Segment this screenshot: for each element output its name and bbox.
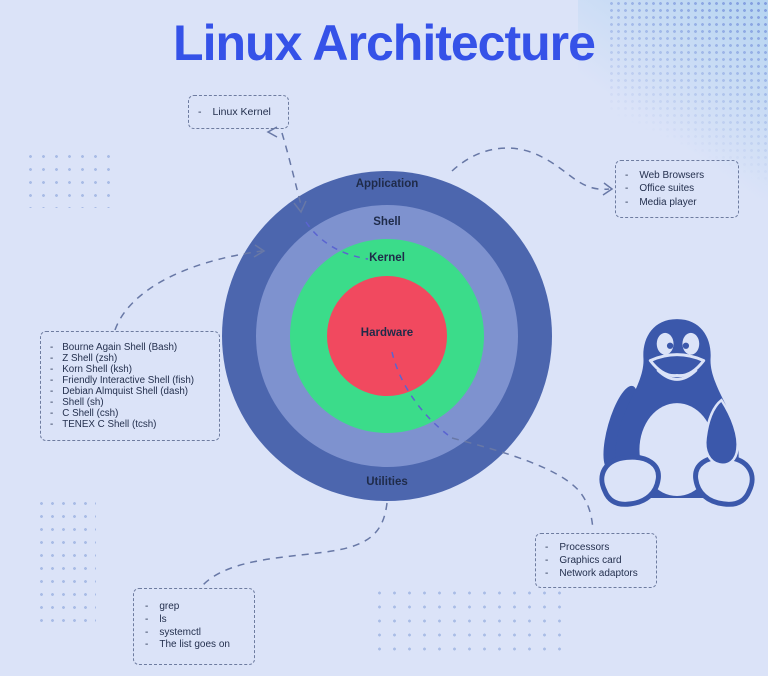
ring-label-kernel: Kernel: [369, 252, 405, 264]
ring-label-shell: Shell: [373, 216, 401, 228]
callout-apps-item: Office suites: [639, 183, 695, 195]
callout-apps-item: Media player: [639, 196, 697, 208]
list-item: -The list goes on: [145, 639, 248, 652]
callout-utils-item: ls: [159, 613, 167, 625]
dot-grid-bottom-center: [372, 586, 564, 660]
callout-utils-item: grep: [159, 601, 180, 613]
ring-label-hardware: Hardware: [360, 327, 414, 339]
list-item: -Korn Shell (ksh): [50, 364, 213, 375]
bullet-dash: -: [625, 169, 629, 181]
callout-utils-item: systemctl: [159, 626, 202, 638]
tux-penguin-icon: [599, 319, 755, 507]
callout-applications: -Web Browsers -Office suites -Media play…: [615, 160, 739, 218]
callout-shell-item: Debian Almquist Shell (dash): [62, 386, 189, 397]
dot-grid-left: [24, 150, 120, 208]
callout-shells: -Bourne Again Shell (Bash) -Z Shell (zsh…: [40, 331, 220, 441]
list-item: - Linux Kernel: [198, 106, 282, 118]
callout-kernel-item: Linux Kernel: [212, 106, 271, 118]
bullet-dash: -: [50, 363, 54, 375]
bullet-dash: -: [145, 626, 149, 638]
bullet-dash: -: [145, 639, 149, 651]
bullet-dash: -: [50, 386, 54, 397]
list-item: -Office suites: [625, 182, 732, 195]
halftone-texture: [608, 0, 768, 185]
list-item: -grep: [145, 601, 248, 614]
callout-shell-item: TENEX C Shell (tcsh): [62, 419, 157, 431]
callout-apps-item: Web Browsers: [639, 169, 705, 181]
ring-label-utilities: Utilities: [366, 476, 408, 488]
callout-shell-item: Z Shell (zsh): [62, 352, 118, 364]
list-item: -Z Shell (zsh): [50, 353, 213, 364]
list-item: -TENEX C Shell (tcsh): [50, 419, 213, 430]
callout-shell-item: Bourne Again Shell (Bash): [62, 341, 178, 353]
bullet-dash: -: [50, 352, 54, 364]
ring-label-application: Application: [355, 178, 419, 190]
callout-utilities: -grep -ls -systemctl -The list goes on: [133, 588, 255, 665]
bullet-dash: -: [145, 601, 149, 613]
bullet-dash: -: [50, 408, 54, 420]
bullet-dash: -: [198, 106, 202, 118]
callout-hw-item: Processors: [559, 542, 610, 553]
bullet-dash: -: [625, 183, 629, 195]
callout-shell-item: Friendly Interactive Shell (fish): [62, 374, 195, 386]
callout-shell-item: C Shell (csh): [62, 408, 119, 420]
list-item: -ls: [145, 614, 248, 627]
callout-linux-kernel: - Linux Kernel: [188, 95, 289, 129]
callout-hw-item: Graphics card: [559, 555, 622, 566]
callout-hw-item: Network adaptors: [559, 568, 638, 579]
connector-ring-to-utilsbox: [201, 502, 388, 587]
list-item: -Graphics card: [545, 554, 650, 567]
bullet-dash: -: [545, 568, 549, 579]
page-title: Linux Architecture: [173, 15, 596, 71]
callout-hardware: -Processors -Graphics card -Network adap…: [535, 533, 657, 588]
bullet-dash: -: [545, 555, 549, 566]
list-item: -Shell (sh): [50, 397, 213, 408]
callout-shell-item: Shell (sh): [62, 397, 104, 409]
list-item: -Web Browsers: [625, 169, 732, 182]
bullet-dash: -: [50, 341, 54, 353]
list-item: -Processors: [545, 541, 650, 554]
bullet-dash: -: [50, 374, 54, 386]
bullet-dash: -: [625, 196, 629, 208]
callout-utils-item: The list goes on: [159, 639, 230, 651]
list-item: -Friendly Interactive Shell (fish): [50, 375, 213, 386]
bullet-dash: -: [50, 397, 54, 409]
bullet-dash: -: [545, 542, 549, 553]
list-item: -C Shell (csh): [50, 408, 213, 419]
list-item: -Debian Almquist Shell (dash): [50, 386, 213, 397]
list-item: -systemctl: [145, 627, 248, 640]
list-item: -Media player: [625, 196, 732, 209]
callout-shell-item: Korn Shell (ksh): [62, 363, 132, 375]
list-item: -Bourne Again Shell (Bash): [50, 342, 213, 353]
bullet-dash: -: [145, 613, 149, 625]
list-item: -Network adaptors: [545, 567, 650, 580]
dot-grid-bottom-left: [36, 497, 96, 631]
bullet-dash: -: [50, 419, 54, 431]
